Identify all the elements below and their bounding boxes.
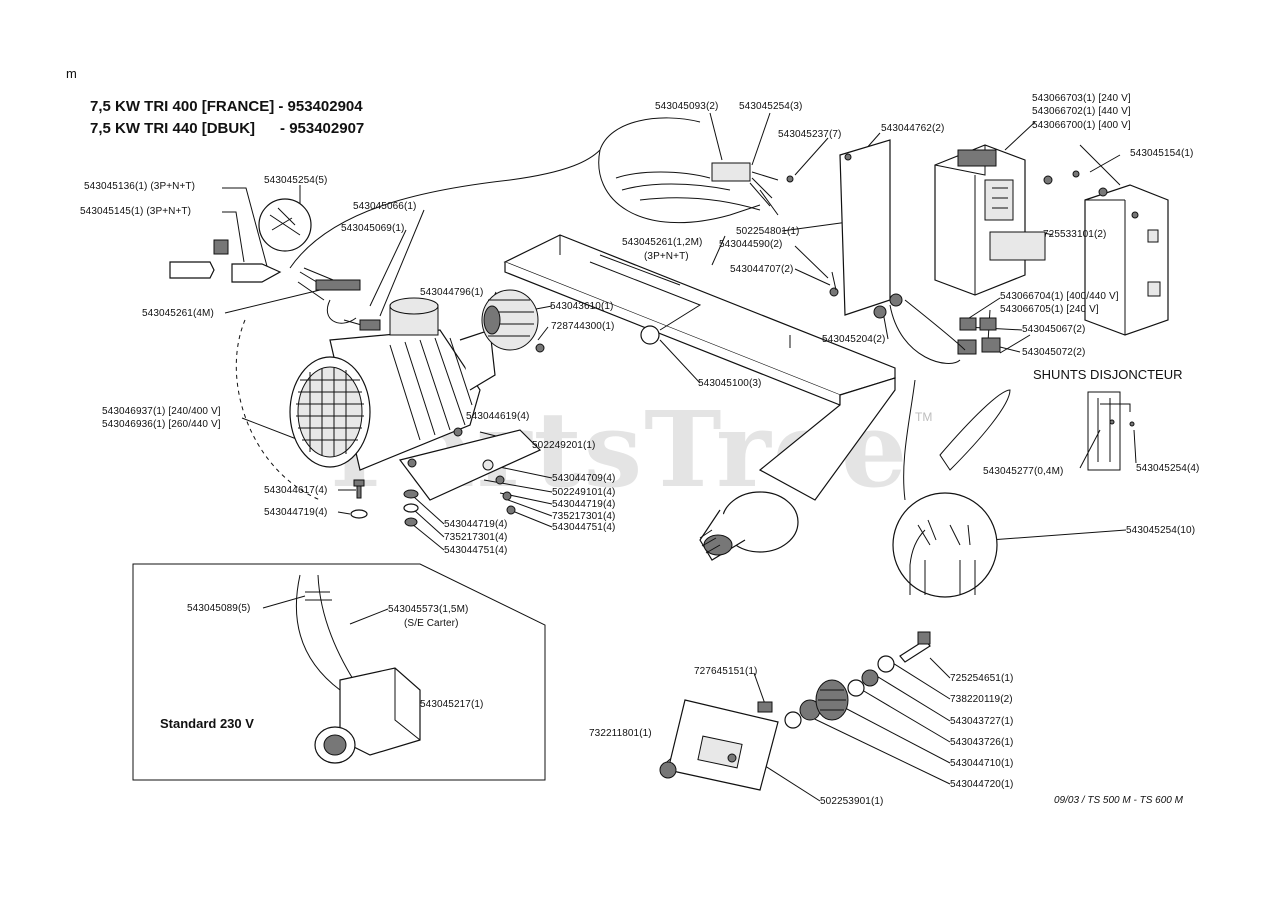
part-label: 543045254(4) (1136, 463, 1200, 474)
part-label: 543045217(1) (420, 699, 484, 710)
shunts-heading: SHUNTS DISJONCTEUR (1033, 367, 1183, 382)
part-label: 543045237(7) (778, 129, 842, 140)
cable-glands (829, 271, 1011, 471)
wire-magnifier (892, 379, 998, 598)
inset-frame (132, 563, 546, 781)
part-label: 735217301(4) (444, 532, 508, 543)
part-label: 543045261(4M) (142, 308, 214, 319)
part-label: 543044590(2) (719, 239, 783, 250)
part-label: 543044710(1) (950, 758, 1014, 769)
part-label: 543044719(4) (552, 499, 616, 510)
part-label: 543045573(1,5M) (388, 604, 469, 615)
enclosure-housing (503, 234, 896, 501)
part-label: 543044619(4) (466, 411, 530, 422)
part-label: (3P+N+T) (644, 251, 689, 262)
part-label: 543045089(5) (187, 603, 251, 614)
part-label: 543066704(1) [400/440 V] (1000, 291, 1119, 302)
part-label: 543044719(4) (444, 519, 508, 530)
part-label: 543045072(2) (1022, 347, 1086, 358)
part-label: 727645151(1) (694, 666, 758, 677)
part-label: 543043610(1) (550, 301, 614, 312)
trademark-mark: TM (915, 410, 933, 424)
part-label: 543044617(4) (264, 485, 328, 496)
part-label: 543044762(2) (881, 123, 945, 134)
part-label: 543045254(5) (264, 175, 328, 186)
part-label: 728744300(1) (551, 321, 615, 332)
inset-artwork (295, 574, 421, 764)
part-label: 543045254(3) (739, 101, 803, 112)
corner-mark: m (66, 66, 77, 81)
footer-reference: 09/03 / TS 500 M - TS 600 M (1054, 795, 1183, 806)
plug-connectors (169, 198, 381, 331)
part-label: 725533101(2) (1043, 229, 1107, 240)
electric-motor (289, 289, 542, 515)
part-label: 502249101(4) (552, 487, 616, 498)
part-label: 543044719(4) (264, 507, 328, 518)
title-line-1: 7,5 KW TRI 400 [FRANCE] - 953402904 (90, 98, 363, 115)
part-label: 543044720(1) (950, 779, 1014, 790)
standard-230v-label: Standard 230 V (160, 716, 254, 731)
part-label: 543045100(3) (698, 378, 762, 389)
part-label: 543044751(4) (444, 545, 508, 556)
connector-detail (598, 117, 794, 224)
part-label: 543045145(1) (3P+N+T) (80, 206, 192, 217)
part-label: 543045093(2) (655, 101, 719, 112)
part-label: 725254651(1) (950, 673, 1014, 684)
shunt-detail (1087, 391, 1135, 471)
part-label: 543044707(2) (730, 264, 794, 275)
title-line-2: 7,5 KW TRI 440 [DBUK] - 953402907 (90, 120, 365, 137)
part-label: 543044709(4) (552, 473, 616, 484)
part-label: 502254801(1) (736, 226, 800, 237)
part-label: 543045154(1) (1130, 148, 1194, 159)
part-label: 543045254(10) (1126, 525, 1196, 536)
part-label: 543045067(2) (1022, 324, 1086, 335)
part-label: 543045204(2) (822, 334, 886, 345)
part-label: 543045069(1) (341, 223, 405, 234)
contactor-assembly (839, 139, 1169, 336)
drive-shaft (699, 491, 799, 561)
part-label: 543045066(1) (353, 201, 417, 212)
part-label: 732211801(1) (589, 728, 652, 739)
part-label: 738220119(2) (950, 694, 1013, 705)
fasteners (350, 343, 545, 527)
part-label: 543044751(4) (552, 522, 616, 533)
part-label: 735217301(4) (552, 511, 616, 522)
pulley-assembly (659, 631, 931, 791)
part-label: 543066700(1) [400 V] (1032, 120, 1131, 131)
part-label: 543046936(1) [260/440 V] (102, 419, 221, 430)
part-label: 543046937(1) [240/400 V] (102, 406, 221, 417)
part-label: 543043727(1) (950, 716, 1014, 727)
part-label: 543045277(0,4M) (983, 466, 1064, 477)
part-label: 543066702(1) [440 V] (1032, 106, 1131, 117)
part-label: 543043726(1) (950, 737, 1014, 748)
part-label: 502249201(1) (532, 440, 596, 451)
part-label: 543066703(1) [240 V] (1032, 93, 1131, 104)
leader-lines (222, 112, 1137, 802)
part-label: 543045261(1,2M) (622, 237, 703, 248)
part-label: 543045136(1) (3P+N+T) (84, 181, 196, 192)
part-label: 502253901(1) (820, 796, 884, 807)
part-label: 543066705(1) [240 V] (1000, 304, 1099, 315)
part-label: 543044796(1) (420, 287, 484, 298)
part-label: (S/E Carter) (404, 618, 459, 629)
